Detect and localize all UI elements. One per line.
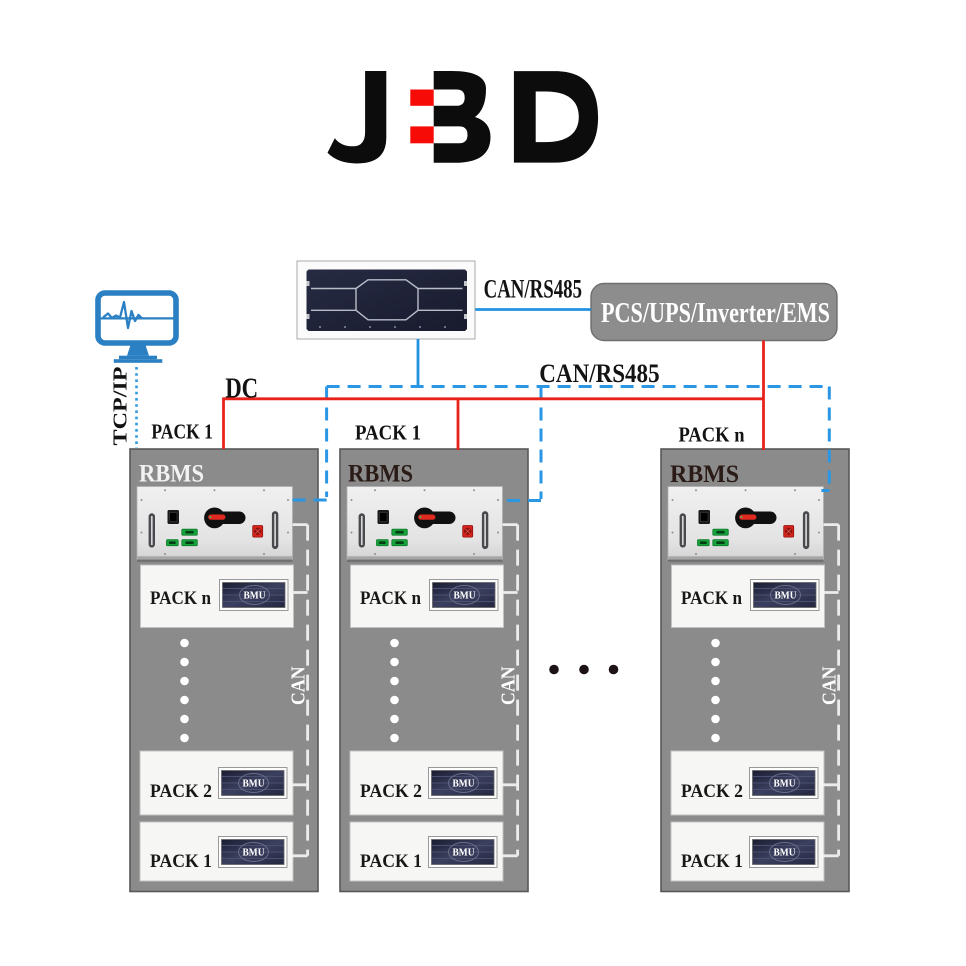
svg-text:RBMS: RBMS — [139, 460, 204, 487]
svg-text:RBMS: RBMS — [348, 460, 413, 487]
svg-text:PACK n: PACK n — [679, 423, 745, 447]
svg-text:CAN/RS485: CAN/RS485 — [484, 275, 582, 304]
svg-text:PACK 1: PACK 1 — [151, 419, 213, 443]
svg-text:DC: DC — [225, 374, 258, 405]
svg-text:PACK 1: PACK 1 — [355, 421, 421, 445]
svg-text:CAN/RS485: CAN/RS485 — [539, 359, 659, 388]
svg-text:TCP/IP: TCP/IP — [110, 367, 132, 446]
svg-text:RBMS: RBMS — [670, 461, 739, 488]
svg-text:PCS/UPS/Inverter/EMS: PCS/UPS/Inverter/EMS — [601, 298, 830, 329]
